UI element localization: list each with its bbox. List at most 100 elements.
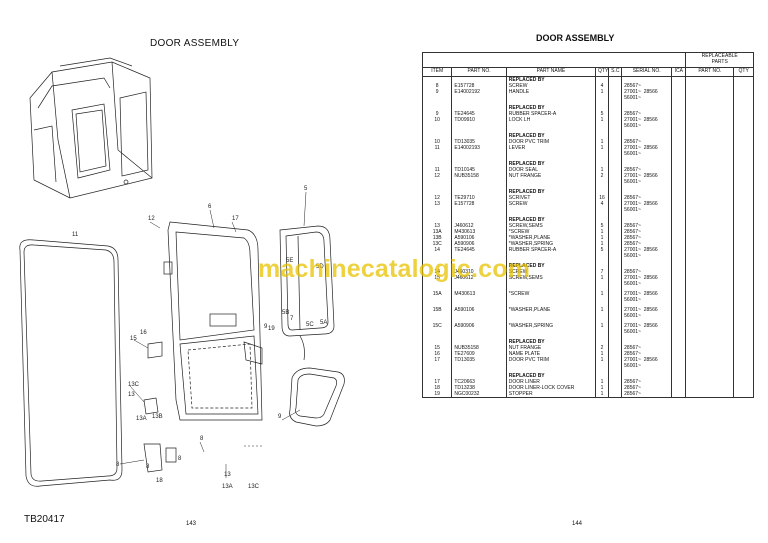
col-rp-part-no: PART NO. [685, 67, 735, 77]
part-no-cell: NUB35158 [451, 345, 507, 351]
qty-cell: 1 [595, 89, 610, 101]
serial-cell: 27001~ 28566 56001~ [621, 145, 673, 157]
spacer-row [421, 129, 754, 133]
part-no-cell: E157728 [451, 201, 507, 213]
sc-cell [608, 89, 623, 101]
spacer-row [421, 185, 754, 189]
ica-cell [671, 111, 687, 117]
col-part-name: PART NAME [505, 67, 597, 77]
callout-label: 12 [148, 216, 155, 222]
sc-cell [608, 247, 623, 259]
rp-qty-cell [733, 345, 754, 351]
rp-qty-cell [733, 391, 754, 398]
callout-label: 8 [116, 462, 120, 468]
part-no-cell: TE29710 [451, 195, 507, 201]
rp-part-no-cell [685, 167, 735, 173]
callout-label: 5 [304, 186, 308, 192]
rp-qty-cell [733, 89, 754, 101]
item-cell: 9 [421, 89, 453, 101]
rp-qty-cell [733, 83, 754, 89]
sc-cell [608, 145, 623, 157]
part-name-cell: DOOR PVC TRIM [505, 357, 597, 369]
replaced-by-row: REPLACED BY [421, 133, 754, 139]
sc-cell [608, 241, 623, 247]
sc-cell [608, 223, 623, 229]
replaced-by-row: REPLACED BY [421, 339, 754, 345]
rp-part-no-cell [685, 323, 735, 335]
callout-label: 5C [306, 322, 314, 328]
part-no-cell: TD10145 [451, 167, 507, 173]
callout-label: 17 [232, 216, 239, 222]
qty-cell: 1 [595, 145, 610, 157]
callout-label: 9 [264, 324, 268, 330]
sc-cell [608, 111, 623, 117]
item-cell: 19 [421, 391, 453, 398]
item-cell: 13C [421, 241, 453, 247]
part-no-cell: TD13035 [451, 357, 507, 369]
part-no-cell: J460612 [451, 275, 507, 287]
sc-cell [608, 269, 623, 275]
ica-cell [671, 275, 687, 287]
replaceable-parts-header: REPLACEABLE PARTS [685, 52, 754, 68]
rp-part-no-cell [685, 201, 735, 213]
item-cell: 15C [421, 323, 453, 335]
col-sc: S.C [608, 67, 623, 77]
callout-label: 13A [222, 484, 233, 490]
item-cell: 11 [421, 167, 453, 173]
callout-label: 6 [208, 204, 212, 210]
ica-cell [671, 291, 687, 303]
qty-cell: 1 [595, 391, 610, 398]
rp-qty-cell [733, 357, 754, 369]
ica-cell [671, 385, 687, 391]
sc-cell [608, 357, 623, 369]
ica-cell [671, 139, 687, 145]
door-seal [19, 239, 123, 487]
sc-cell [608, 379, 623, 385]
part-no-cell: TE24645 [451, 111, 507, 117]
rp-qty-cell [733, 351, 754, 357]
rp-qty-cell [733, 269, 754, 275]
ica-cell [671, 351, 687, 357]
rp-part-no-cell [685, 351, 735, 357]
qty-cell: 1 [595, 117, 610, 129]
part-no-cell: TD13238 [451, 385, 507, 391]
rp-part-no-cell [685, 385, 735, 391]
rp-part-no-cell [685, 117, 735, 129]
rp-qty-cell [733, 275, 754, 287]
sc-cell [608, 229, 623, 235]
sc-cell [608, 83, 623, 89]
sc-cell [608, 201, 623, 213]
diagram-title: DOOR ASSEMBLY [150, 38, 240, 49]
ica-cell [671, 117, 687, 129]
ica-cell [671, 167, 687, 173]
ica-cell [671, 195, 687, 201]
part-no-cell: M430613 [451, 229, 507, 235]
qty-cell: 1 [595, 307, 610, 319]
callout-label: 5A [320, 320, 327, 326]
serial-cell: 27001~ 28566 56001~ [621, 291, 673, 303]
rp-qty-cell [733, 379, 754, 385]
callout-label: 13C [248, 484, 260, 490]
rp-qty-cell [733, 111, 754, 117]
rp-part-no-cell [685, 223, 735, 229]
rp-qty-cell [733, 167, 754, 173]
qty-cell: 4 [595, 201, 610, 213]
part-no-cell: NGC00232 [451, 391, 507, 398]
part-name-cell: SCREW [505, 201, 597, 213]
ica-cell [671, 345, 687, 351]
rp-part-no-cell [685, 291, 735, 303]
spacer-row [421, 369, 754, 373]
item-cell: 11 [421, 145, 453, 157]
serial-cell: 27001~ 28566 56001~ [621, 201, 673, 213]
sc-cell [608, 173, 623, 185]
